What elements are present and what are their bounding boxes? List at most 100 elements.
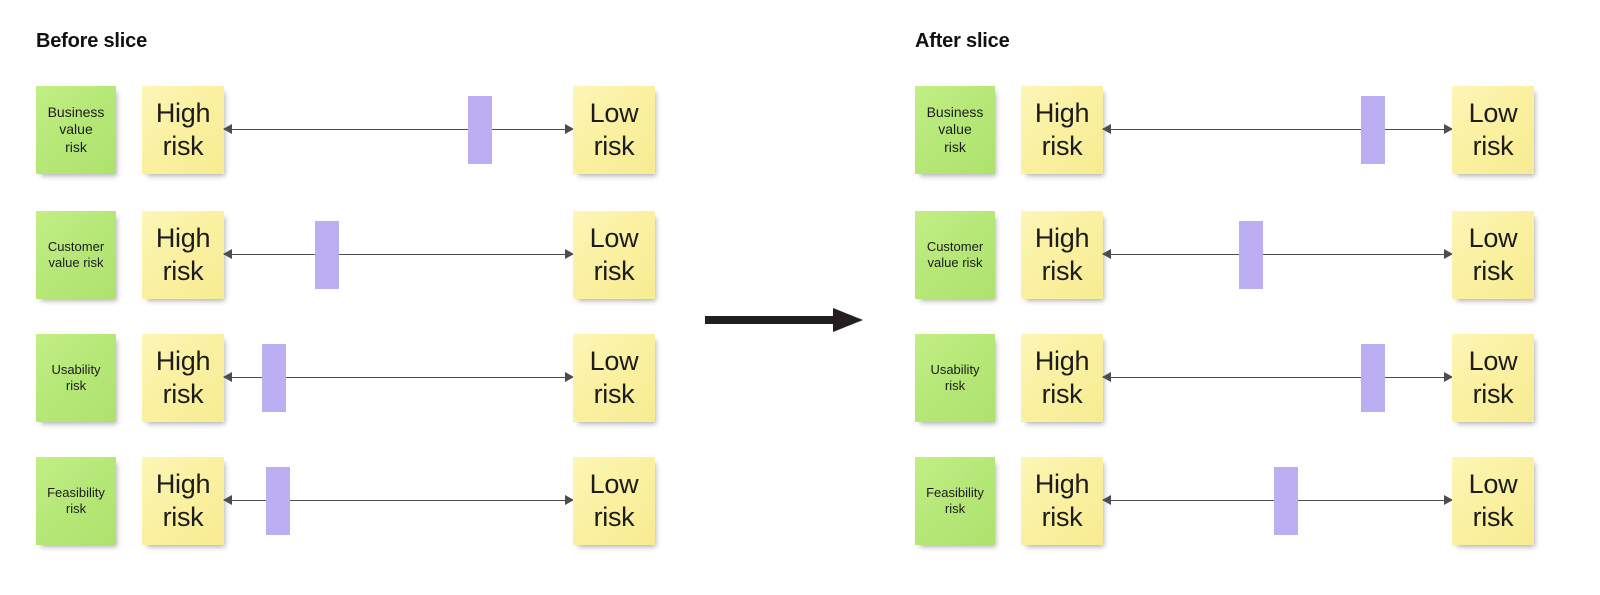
risk-category-label: Feasibility risk <box>926 485 984 516</box>
low-risk-label: Low risk <box>1468 469 1518 532</box>
scale-line <box>224 500 573 502</box>
risk-category-note[interactable]: Feasibility risk <box>915 457 995 545</box>
arrow-right-icon <box>565 495 574 505</box>
low-risk-label: Low risk <box>1468 346 1518 409</box>
risk-category-label: Business value risk <box>47 104 105 155</box>
low-risk-note[interactable]: Low risk <box>573 86 655 174</box>
risk-category-label: Customer value risk <box>926 239 984 270</box>
risk-scale[interactable] <box>1102 344 1453 412</box>
risk-marker[interactable] <box>262 344 287 412</box>
risk-category-label: Customer value risk <box>47 239 105 270</box>
scale-line <box>224 129 573 131</box>
risk-category-label: Business value risk <box>926 104 984 155</box>
arrow-right-icon <box>565 249 574 259</box>
high-risk-note[interactable]: High risk <box>142 457 224 545</box>
low-risk-label: Low risk <box>589 469 639 532</box>
risk-category-note[interactable]: Customer value risk <box>36 211 116 299</box>
scale-line <box>1103 377 1452 379</box>
risk-scale[interactable] <box>223 221 574 289</box>
risk-category-label: Feasibility risk <box>47 485 105 516</box>
risk-marker[interactable] <box>1239 221 1264 289</box>
low-risk-label: Low risk <box>589 98 639 161</box>
low-risk-note[interactable]: Low risk <box>1452 457 1534 545</box>
risk-category-note[interactable]: Business value risk <box>915 86 995 174</box>
arrow-right-icon <box>565 124 574 134</box>
scale-line <box>1103 129 1452 131</box>
high-risk-note[interactable]: High risk <box>1021 334 1103 422</box>
high-risk-label: High risk <box>155 223 211 286</box>
high-risk-label: High risk <box>155 469 211 532</box>
arrow-left-icon <box>1102 495 1111 505</box>
risk-scale[interactable] <box>223 467 574 535</box>
high-risk-label: High risk <box>1034 223 1090 286</box>
risk-category-note[interactable]: Usability risk <box>36 334 116 422</box>
risk-row: Usability risk High risk Low risk <box>36 334 736 424</box>
risk-marker[interactable] <box>1361 344 1386 412</box>
arrow-left-icon <box>1102 124 1111 134</box>
high-risk-label: High risk <box>155 98 211 161</box>
arrow-shaft <box>705 316 837 324</box>
arrow-left-icon <box>223 495 232 505</box>
high-risk-label: High risk <box>1034 98 1090 161</box>
risk-row: Business value risk High risk Low risk <box>915 86 1600 176</box>
scale-line <box>224 254 573 256</box>
risk-row: Feasibility risk High risk Low risk <box>915 457 1600 547</box>
high-risk-label: High risk <box>155 346 211 409</box>
risk-marker[interactable] <box>1361 96 1386 164</box>
risk-scale[interactable] <box>223 344 574 412</box>
risk-scale[interactable] <box>223 96 574 164</box>
arrow-right-icon <box>1444 495 1453 505</box>
risk-category-note[interactable]: Customer value risk <box>915 211 995 299</box>
high-risk-note[interactable]: High risk <box>1021 86 1103 174</box>
arrow-left-icon <box>223 124 232 134</box>
risk-category-label: Usability risk <box>51 362 101 393</box>
low-risk-label: Low risk <box>589 346 639 409</box>
risk-row: Feasibility risk High risk Low risk <box>36 457 736 547</box>
high-risk-label: High risk <box>1034 346 1090 409</box>
scale-line <box>1103 254 1452 256</box>
low-risk-note[interactable]: Low risk <box>573 334 655 422</box>
risk-marker[interactable] <box>265 467 290 535</box>
low-risk-note[interactable]: Low risk <box>1452 334 1534 422</box>
low-risk-label: Low risk <box>589 223 639 286</box>
risk-scale[interactable] <box>1102 221 1453 289</box>
risk-scale[interactable] <box>1102 96 1453 164</box>
risk-marker[interactable] <box>1274 467 1298 535</box>
arrow-right-icon <box>1444 124 1453 134</box>
arrow-left-icon <box>223 249 232 259</box>
arrow-right-icon <box>1444 372 1453 382</box>
panel-title-before: Before slice <box>36 30 147 52</box>
transition-arrow-icon <box>705 308 863 332</box>
arrow-left-icon <box>1102 249 1111 259</box>
high-risk-label: High risk <box>1034 469 1090 532</box>
risk-row: Usability risk High risk Low risk <box>915 334 1600 424</box>
low-risk-note[interactable]: Low risk <box>573 211 655 299</box>
arrow-left-icon <box>223 372 232 382</box>
high-risk-note[interactable]: High risk <box>142 334 224 422</box>
low-risk-label: Low risk <box>1468 223 1518 286</box>
high-risk-note[interactable]: High risk <box>142 86 224 174</box>
high-risk-note[interactable]: High risk <box>142 211 224 299</box>
risk-scale[interactable] <box>1102 467 1453 535</box>
panel-after-slice: After slice Business value risk High ris… <box>915 0 1600 595</box>
arrow-right-icon <box>1444 249 1453 259</box>
low-risk-note[interactable]: Low risk <box>1452 211 1534 299</box>
high-risk-note[interactable]: High risk <box>1021 457 1103 545</box>
risk-category-note[interactable]: Feasibility risk <box>36 457 116 545</box>
scale-line <box>224 377 573 379</box>
panel-before-slice: Before slice Business value risk High ri… <box>36 0 736 595</box>
arrow-head <box>833 308 863 332</box>
risk-category-label: Usability risk <box>930 362 980 393</box>
panel-title-after: After slice <box>915 30 1010 52</box>
low-risk-note[interactable]: Low risk <box>573 457 655 545</box>
low-risk-note[interactable]: Low risk <box>1452 86 1534 174</box>
risk-marker[interactable] <box>468 96 493 164</box>
risk-category-note[interactable]: Usability risk <box>915 334 995 422</box>
risk-row: Customer value risk High risk Low risk <box>36 211 736 301</box>
arrow-left-icon <box>1102 372 1111 382</box>
risk-marker[interactable] <box>314 221 339 289</box>
high-risk-note[interactable]: High risk <box>1021 211 1103 299</box>
arrow-right-icon <box>565 372 574 382</box>
risk-category-note[interactable]: Business value risk <box>36 86 116 174</box>
risk-row: Business value risk High risk Low risk <box>36 86 736 176</box>
